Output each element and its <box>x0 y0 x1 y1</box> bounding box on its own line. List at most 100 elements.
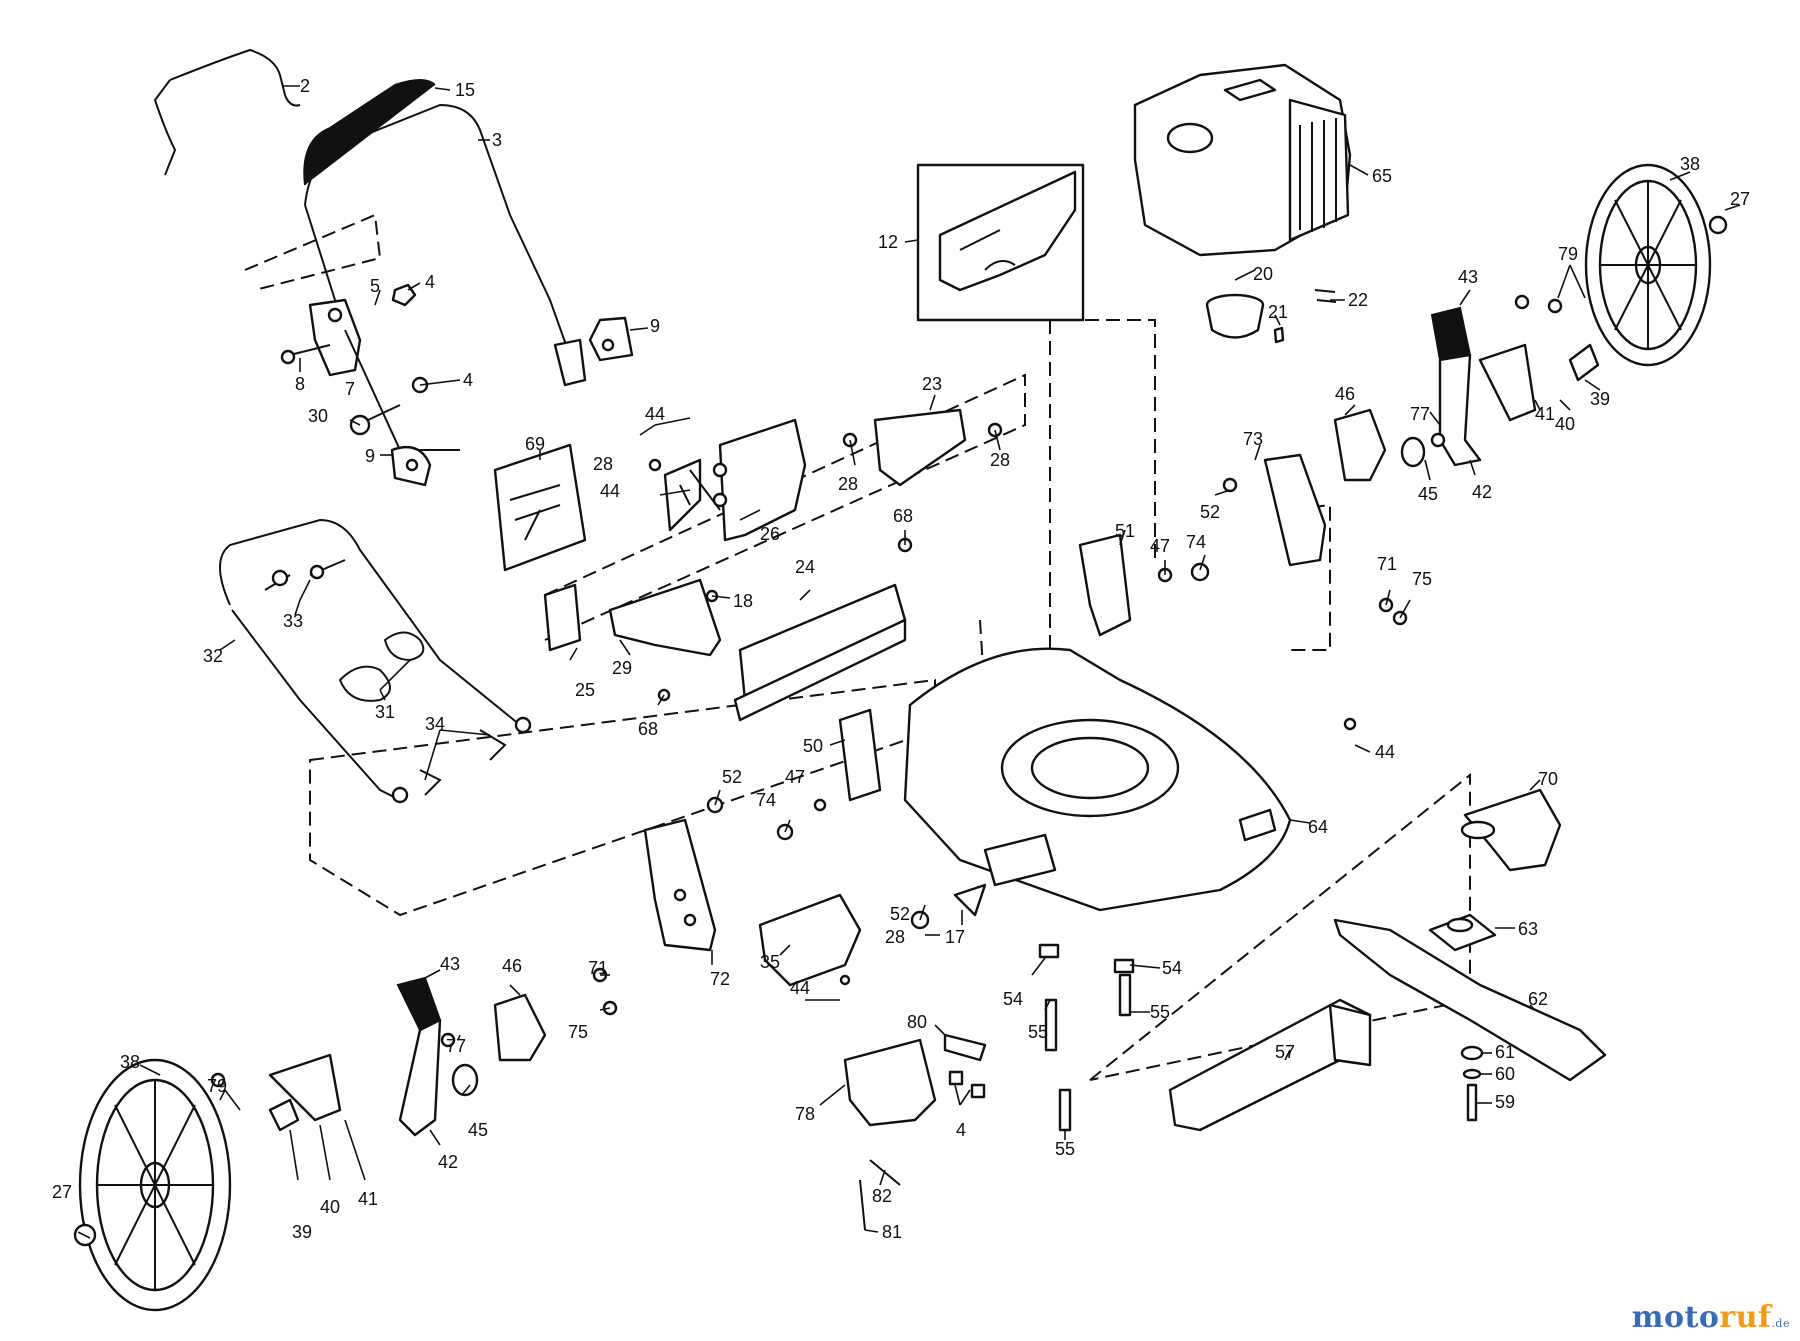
label-46: 46 <box>502 956 522 976</box>
label-27: 27 <box>1730 189 1750 209</box>
label-74: 74 <box>1186 532 1206 552</box>
part-64-deck <box>903 647 1292 912</box>
part-65-engine <box>1133 63 1352 257</box>
label-44: 44 <box>1375 742 1395 762</box>
part-33-bolts <box>264 559 346 591</box>
label-75: 75 <box>1412 569 1432 589</box>
label-74: 74 <box>756 790 776 810</box>
part-17-clip <box>953 883 987 917</box>
part-80-latch <box>943 1033 987 1062</box>
label-62: 62 <box>1528 989 1548 1009</box>
label-32: 32 <box>203 646 223 666</box>
label-70: 70 <box>1538 769 1558 789</box>
label-43: 43 <box>1458 267 1478 287</box>
part-41-axle-bracket-b <box>268 1053 342 1122</box>
part-21-key <box>1273 326 1285 344</box>
label-75: 75 <box>568 1022 588 1042</box>
label-57: 57 <box>1275 1042 1295 1062</box>
watermark-part3: .de <box>1771 1317 1790 1330</box>
part-22-keys <box>1314 289 1337 303</box>
label-25: 25 <box>575 680 595 700</box>
label-12: 12 <box>878 232 898 252</box>
label-55: 55 <box>1028 1022 1048 1042</box>
label-78: 78 <box>795 1104 815 1124</box>
part-70-adapter <box>1460 788 1562 872</box>
label-3: 3 <box>492 130 502 150</box>
label-43: 43 <box>440 954 460 974</box>
label-41: 41 <box>358 1189 378 1209</box>
label-29: 29 <box>612 658 632 678</box>
label-39: 39 <box>1590 389 1610 409</box>
label-55: 55 <box>1150 1002 1170 1022</box>
label-60: 60 <box>1495 1064 1515 1084</box>
label-68: 68 <box>893 506 913 526</box>
part-35-mulch-plug <box>758 893 862 987</box>
label-55: 55 <box>1055 1139 1075 1159</box>
label-38: 38 <box>1680 154 1700 174</box>
part-54-clips <box>1038 943 1135 974</box>
label-2: 2 <box>300 76 310 96</box>
label-8: 8 <box>295 374 305 394</box>
label-38: 38 <box>120 1052 140 1072</box>
part-60-lockwasher <box>1462 1068 1482 1080</box>
part-2-cable <box>153 48 301 176</box>
part-7-bracket <box>308 298 460 451</box>
label-44: 44 <box>645 404 665 424</box>
part-25-bracket <box>543 583 582 652</box>
part-20-pulley <box>1205 293 1265 339</box>
part-9-knob-a <box>588 316 634 362</box>
label-47: 47 <box>1150 536 1170 556</box>
label-80: 80 <box>907 1012 927 1032</box>
label-77: 77 <box>446 1036 466 1056</box>
label-54: 54 <box>1003 989 1023 1009</box>
part-41-axle-bracket-a <box>1478 343 1537 422</box>
label-28: 28 <box>593 454 613 474</box>
callout-labels: 2 15 3 5 4 9 8 7 4 30 9 12 65 38 27 20 2… <box>52 76 1750 1242</box>
label-27: 27 <box>52 1182 72 1202</box>
label-7: 7 <box>345 379 355 399</box>
label-22: 22 <box>1348 290 1368 310</box>
part-39-bolt-b <box>268 1098 300 1132</box>
label-81: 81 <box>882 1222 902 1242</box>
part-69-decal <box>493 443 587 572</box>
label-21: 21 <box>1268 302 1288 322</box>
part-78-bag-frame <box>843 1038 937 1127</box>
label-9: 9 <box>650 316 660 336</box>
label-79: 79 <box>207 1076 227 1096</box>
part-4-nuts-c <box>948 1070 986 1099</box>
part-81-rod <box>859 1179 866 1231</box>
label-46: 46 <box>1335 384 1355 404</box>
label-39: 39 <box>292 1222 312 1242</box>
label-50: 50 <box>803 736 823 756</box>
part-43-handle-lever-b <box>396 976 442 1137</box>
leader-lines <box>77 85 1741 1239</box>
part-59-bolt <box>1466 1083 1478 1122</box>
label-41: 41 <box>1535 404 1555 424</box>
label-18: 18 <box>733 591 753 611</box>
part-26-control-panel <box>663 418 807 542</box>
part-39-bolt-a <box>1568 343 1600 382</box>
part-24-rear-shield <box>733 583 907 722</box>
part-51-plate <box>1078 533 1132 637</box>
label-15: 15 <box>455 80 475 100</box>
label-54: 54 <box>1162 958 1182 978</box>
part-38-wheel-front <box>78 1058 232 1312</box>
label-26: 26 <box>760 524 780 544</box>
label-63: 63 <box>1518 919 1538 939</box>
label-4: 4 <box>463 370 473 390</box>
label-72: 72 <box>710 969 730 989</box>
part-32-lower-handle <box>219 518 532 804</box>
label-52: 52 <box>890 904 910 924</box>
label-24: 24 <box>795 557 815 577</box>
label-4: 4 <box>956 1120 966 1140</box>
watermark-part1: moto <box>1631 1300 1720 1335</box>
label-64: 64 <box>1308 817 1328 837</box>
part-8-bolt <box>280 344 331 365</box>
label-71: 71 <box>588 958 608 978</box>
part-61-washer <box>1460 1045 1484 1061</box>
part-9-knob-b <box>390 445 432 487</box>
part-30-eyebolt <box>349 404 401 436</box>
part-38-wheel-rear <box>1584 163 1712 367</box>
part-50-plate <box>838 708 882 802</box>
